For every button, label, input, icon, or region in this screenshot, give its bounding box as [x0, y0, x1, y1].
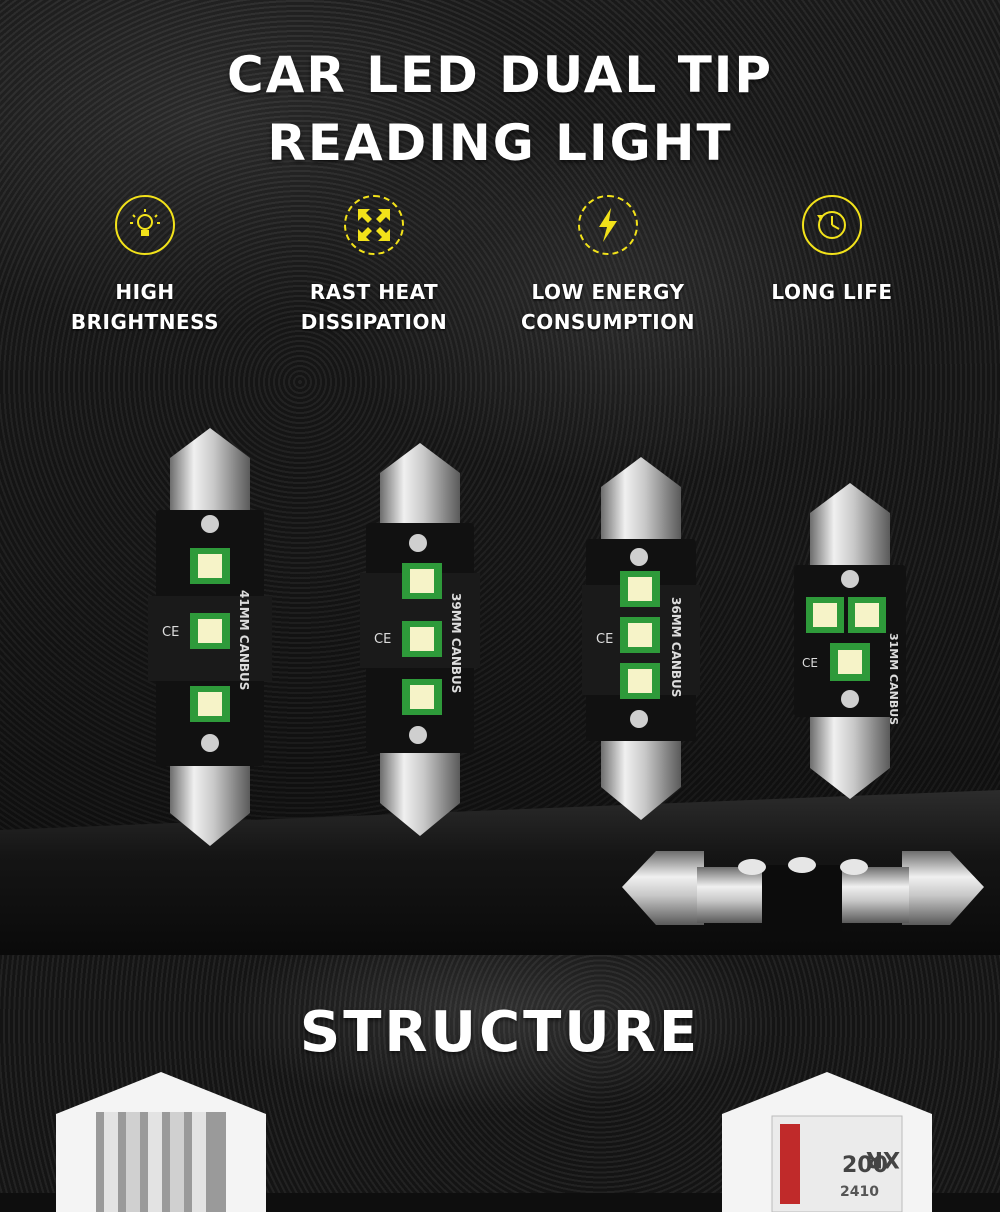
ce-mark: CE: [374, 632, 391, 647]
feature-label: HIGH BRIGHTNESS: [70, 280, 220, 334]
lightbulb-icon: [130, 209, 160, 236]
page-title-line2: READING LIGHT: [267, 114, 733, 172]
ce-mark: CE: [596, 632, 613, 647]
feature-low-energy: LOW ENERGY CONSUMPTION: [498, 195, 718, 337]
structure-title: STRUCTURE: [299, 1000, 701, 1065]
page-title-line1: CAR LED DUAL TIP: [226, 46, 774, 104]
bulb-39mm: CE 39MM CANBUS: [360, 443, 480, 836]
feature-label: LOW ENERGY CONSUMPTION: [521, 280, 695, 334]
ce-mark: CE: [162, 625, 179, 640]
hero-background: [0, 0, 1000, 955]
feature-label: LONG LIFE: [771, 280, 893, 304]
bulb-41mm: CE 41MM CANBUS: [148, 428, 272, 846]
bulb-size-label: 31MM CANBUS: [887, 633, 900, 725]
expand-arrows-icon: [358, 209, 390, 241]
chip-text-line3: 2410: [840, 1184, 879, 1200]
feature-high-brightness: HIGH BRIGHTNESS: [35, 195, 255, 337]
bulb-36mm: CE 36MM CANBUS: [582, 457, 700, 820]
chip-text-line1: XR: [866, 1146, 900, 1171]
feature-long-life: LONG LIFE: [722, 195, 942, 307]
lightning-bolt-icon: [599, 208, 617, 242]
bulb-size-label: 39MM CANBUS: [449, 593, 463, 693]
structure-chip-card: XR 200 2410: [722, 1072, 932, 1212]
clock-icon: [817, 211, 846, 239]
ce-mark: CE: [802, 656, 818, 670]
chip-text-line2: 200: [842, 1153, 888, 1178]
bulb-horizontal: [622, 851, 984, 935]
bulb-size-label: 36MM CANBUS: [669, 597, 683, 697]
feature-list: HIGH BRIGHTNESS RAST HEAT DISSIPATION LO…: [0, 195, 1000, 345]
bulb-size-label: 41MM CANBUS: [237, 590, 251, 690]
feature-label: RAST HEAT DISSIPATION: [300, 280, 448, 334]
bulb-31mm: CE 31MM CANBUS: [794, 483, 906, 799]
feature-heat-dissipation: RAST HEAT DISSIPATION: [264, 195, 484, 337]
